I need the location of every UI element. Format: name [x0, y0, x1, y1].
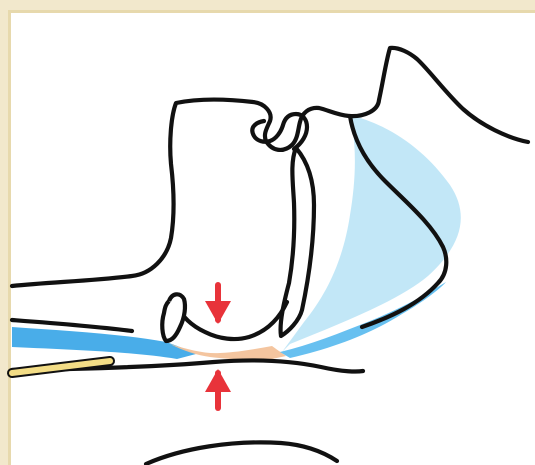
upper-face-outline: [292, 48, 528, 145]
head-outline: [12, 100, 292, 287]
up-arrow-icon: [205, 369, 231, 408]
chin-outline: [146, 442, 337, 464]
down-arrow-icon: [205, 285, 231, 324]
mouth-cavity-outline: [176, 302, 287, 339]
soft-palate-outline: [162, 294, 185, 341]
